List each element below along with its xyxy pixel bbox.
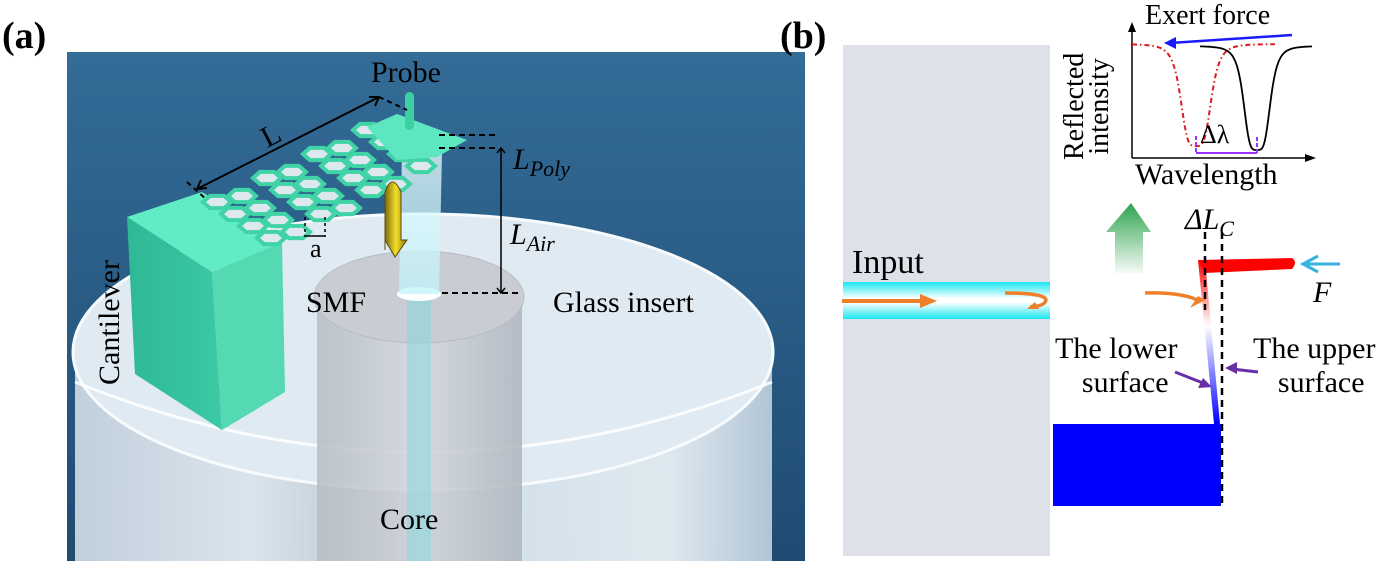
honeycomb-cell — [353, 181, 389, 199]
cantilever-front — [127, 217, 222, 430]
input-arrowhead — [920, 294, 937, 308]
honeycomb-cell — [274, 163, 310, 181]
inset-y-arrowhead — [1128, 22, 1136, 32]
probe-tip — [405, 92, 414, 130]
lower-surface-arrowhead — [1198, 378, 1212, 388]
l-poly-label: LPoly — [513, 143, 571, 181]
honeycomb-cell — [235, 217, 271, 235]
inset-ylabel: Reflected intensity — [1059, 52, 1116, 160]
fiber-reflection-arrowhead — [1027, 302, 1039, 309]
honeycomb-cell — [328, 199, 364, 217]
honeycomb-cell — [299, 145, 335, 163]
length-arrowhead-left — [196, 179, 208, 190]
light-cone — [399, 152, 442, 294]
honeycomb-cell — [292, 175, 328, 193]
force-arrow — [1299, 254, 1340, 274]
honeycomb-cell — [303, 205, 339, 223]
honeycomb-cell — [253, 229, 289, 247]
lower-surface-label: The lower surface — [1055, 332, 1178, 399]
honeycomb-cell — [260, 211, 296, 229]
honeycomb-cell — [242, 199, 278, 217]
honeycomb-cell — [310, 187, 346, 205]
glass-insert-label: Glass insert — [553, 286, 694, 319]
honeycomb-cell — [267, 181, 303, 199]
fiber-core — [407, 297, 431, 561]
wavelength-shift-up-arrow — [1106, 203, 1151, 273]
pitch-label: a — [310, 234, 322, 263]
input-label: Input — [852, 244, 924, 281]
upper-surface-arrowhead — [1225, 362, 1237, 374]
honeycomb-cell — [217, 205, 253, 223]
reflection-arrow — [384, 181, 408, 258]
exert-force-arrowhead — [1164, 37, 1176, 49]
deflected-beam — [1198, 260, 1220, 424]
inset-xlabel: Wavelength — [1135, 158, 1278, 191]
panel-b-label: (b) — [780, 15, 827, 57]
inset-plot — [1128, 22, 1316, 162]
honeycomb-cell — [278, 223, 314, 241]
panel-a-rendering — [67, 52, 805, 561]
probe-beam — [1198, 258, 1295, 273]
honeycomb-cell — [199, 193, 235, 211]
l-air-label: LAir — [510, 218, 555, 256]
length-dimension-line — [196, 96, 380, 190]
cantilever-base — [1053, 424, 1221, 506]
core-label: Core — [380, 503, 439, 536]
probe-label: Probe — [371, 56, 441, 89]
panel-a-label: (a) — [2, 15, 47, 57]
beam-reflection-arrowhead — [1190, 296, 1205, 308]
fiber-reflection-arrow — [1004, 291, 1048, 309]
air-arrowheads — [496, 146, 506, 295]
cantilever-side — [212, 242, 285, 430]
exert-force-arrow — [1169, 33, 1293, 45]
honeycomb-cell — [360, 163, 396, 181]
inset-title: Exert force — [1145, 0, 1271, 31]
honeycomb-cell — [285, 193, 321, 211]
honeycomb-cell — [403, 157, 439, 175]
delta-lambda-bracket — [1195, 136, 1258, 154]
inset-x-arrowhead — [1305, 154, 1316, 162]
smf-label: SMF — [306, 286, 367, 319]
upper-surface-label: The upper surface — [1253, 332, 1376, 399]
force-label: F — [1313, 276, 1332, 309]
beam-reflection-arrow — [1144, 291, 1202, 304]
panel-a-svg — [67, 52, 805, 561]
length-extension-left — [186, 181, 208, 201]
honeycomb-cell — [342, 151, 378, 169]
honeycomb-cell — [335, 169, 371, 187]
cantilever-top — [127, 192, 282, 272]
delta-lc-label: ΔLC — [1185, 203, 1234, 241]
honeycomb-beam — [199, 121, 439, 247]
honeycomb-cell — [324, 139, 360, 157]
honeycomb-cell — [249, 169, 285, 187]
honeycomb-cell — [317, 157, 353, 175]
honeycomb-cell — [224, 187, 260, 205]
length-arrowhead-right — [369, 96, 380, 107]
inset-shift-label: Δλ — [1200, 120, 1230, 149]
